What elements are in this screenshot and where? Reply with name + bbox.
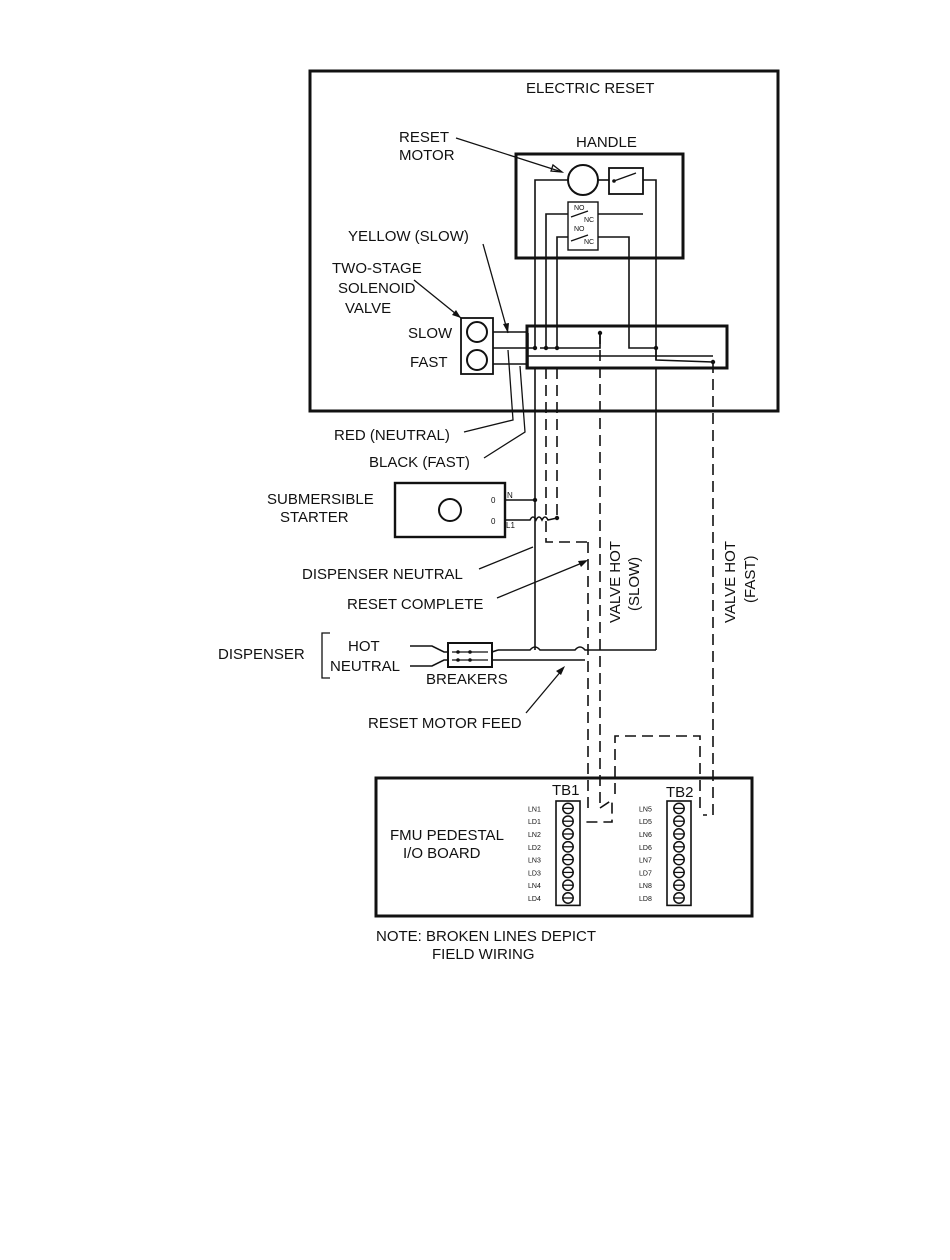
note-line-1: NOTE: BROKEN LINES DEPICT	[376, 928, 596, 945]
terminal-screw	[562, 840, 574, 853]
svg-text:NO: NO	[574, 205, 585, 212]
terminal-label: LN6	[639, 832, 652, 839]
terminal-screw	[562, 853, 574, 866]
submersible-starter-box	[393, 481, 507, 539]
svg-text:TWO-STAGE: TWO-STAGE	[332, 260, 422, 277]
svg-text:SOLENOID: SOLENOID	[338, 280, 416, 297]
terminal-screw	[673, 828, 685, 840]
svg-text:DISPENSER: DISPENSER	[218, 646, 305, 663]
svg-text:0: 0	[491, 517, 496, 526]
terminal-label: LN3	[528, 858, 541, 865]
svg-text:0: 0	[491, 496, 496, 505]
svg-text:TB2: TB2	[666, 784, 694, 801]
svg-text:STARTER: STARTER	[280, 509, 349, 526]
reset-motor-symbol	[567, 164, 599, 196]
terminal-label: LD6	[639, 845, 652, 852]
svg-text:RED (NEUTRAL): RED (NEUTRAL)	[334, 427, 450, 444]
electric-reset-enclosure	[308, 69, 780, 413]
terminal-label: LD3	[528, 870, 541, 877]
svg-text:FAST: FAST	[410, 354, 448, 371]
terminal-screw	[562, 866, 574, 879]
solenoid-slow-coil	[466, 321, 488, 343]
svg-text:VALVE: VALVE	[345, 300, 391, 317]
terminal-label: LD7	[639, 870, 652, 877]
terminal-screw	[673, 892, 685, 904]
terminal-label: LD4	[528, 896, 541, 903]
svg-text:SUBMERSIBLE: SUBMERSIBLE	[267, 491, 374, 508]
terminal-label: LN2	[528, 832, 541, 839]
solenoid-valve-block	[460, 317, 494, 375]
fmu-board	[374, 776, 754, 918]
terminal-screw	[562, 828, 574, 840]
terminal-label: LN1	[528, 806, 541, 813]
svg-text:NC: NC	[584, 239, 594, 246]
solenoid-fast-coil	[466, 349, 488, 371]
tb2-frame	[666, 800, 692, 907]
terminal-label: LN7	[639, 858, 652, 865]
terminal-screw	[673, 802, 685, 815]
reset-motor-pointer	[455, 137, 563, 173]
valve-hot-fast-label: VALVE HOT	[722, 541, 739, 623]
svg-text:RESET MOTOR FEED: RESET MOTOR FEED	[368, 715, 522, 732]
terminal-screw	[562, 802, 574, 815]
breakers-box	[447, 642, 493, 668]
terminal-screw	[562, 879, 574, 892]
terminal-screw	[673, 815, 685, 828]
terminal-screw	[562, 815, 574, 828]
terminal-label: LD5	[639, 819, 652, 826]
terminal-strip	[525, 324, 729, 370]
terminal-label: LN8	[639, 883, 652, 890]
svg-text:DISPENSER NEUTRAL: DISPENSER NEUTRAL	[302, 566, 463, 583]
svg-text:BLACK (FAST): BLACK (FAST)	[369, 454, 470, 471]
svg-text:BREAKERS: BREAKERS	[426, 671, 508, 688]
terminal-label: LD2	[528, 845, 541, 852]
terminal-label: LD8	[639, 896, 652, 903]
reset-motor-label-2: MOTOR	[399, 147, 455, 164]
svg-text:NO: NO	[574, 226, 585, 233]
handle-switch	[608, 167, 644, 195]
solenoid-pointer	[413, 279, 462, 319]
svg-text:I/O BOARD: I/O BOARD	[403, 845, 481, 862]
terminal-label: LN4	[528, 883, 541, 890]
svg-text:FMU PEDESTAL: FMU PEDESTAL	[390, 827, 504, 844]
svg-text:HOT: HOT	[348, 638, 380, 655]
terminal-screw	[673, 866, 685, 879]
svg-text:(SLOW): (SLOW)	[626, 557, 643, 611]
terminal-screw	[673, 853, 685, 866]
valve-hot-slow-label: VALVE HOT	[607, 541, 624, 623]
terminal-label: LN5	[639, 806, 652, 813]
svg-text:SLOW: SLOW	[408, 325, 453, 342]
electric-reset-title: ELECTRIC RESET	[526, 80, 654, 97]
handle-box	[514, 152, 685, 260]
terminal-screw	[673, 840, 685, 853]
svg-text:NEUTRAL: NEUTRAL	[330, 658, 400, 675]
note-line-2: FIELD WIRING	[432, 946, 535, 963]
terminal-label: LD1	[528, 819, 541, 826]
svg-text:TB1: TB1	[552, 782, 580, 799]
svg-text:N: N	[507, 491, 513, 500]
reset-motor-label-1: RESET	[399, 129, 449, 146]
handle-label: HANDLE	[576, 134, 637, 151]
svg-text:L1: L1	[506, 521, 515, 530]
svg-text:NC: NC	[584, 217, 594, 224]
svg-text:YELLOW (SLOW): YELLOW (SLOW)	[348, 228, 469, 245]
relay-block	[567, 201, 599, 251]
terminal-screw	[562, 892, 574, 904]
svg-text:RESET COMPLETE: RESET COMPLETE	[347, 596, 483, 613]
tb1-frame	[555, 800, 581, 907]
terminal-screw	[673, 879, 685, 892]
svg-text:(FAST): (FAST)	[742, 555, 759, 603]
